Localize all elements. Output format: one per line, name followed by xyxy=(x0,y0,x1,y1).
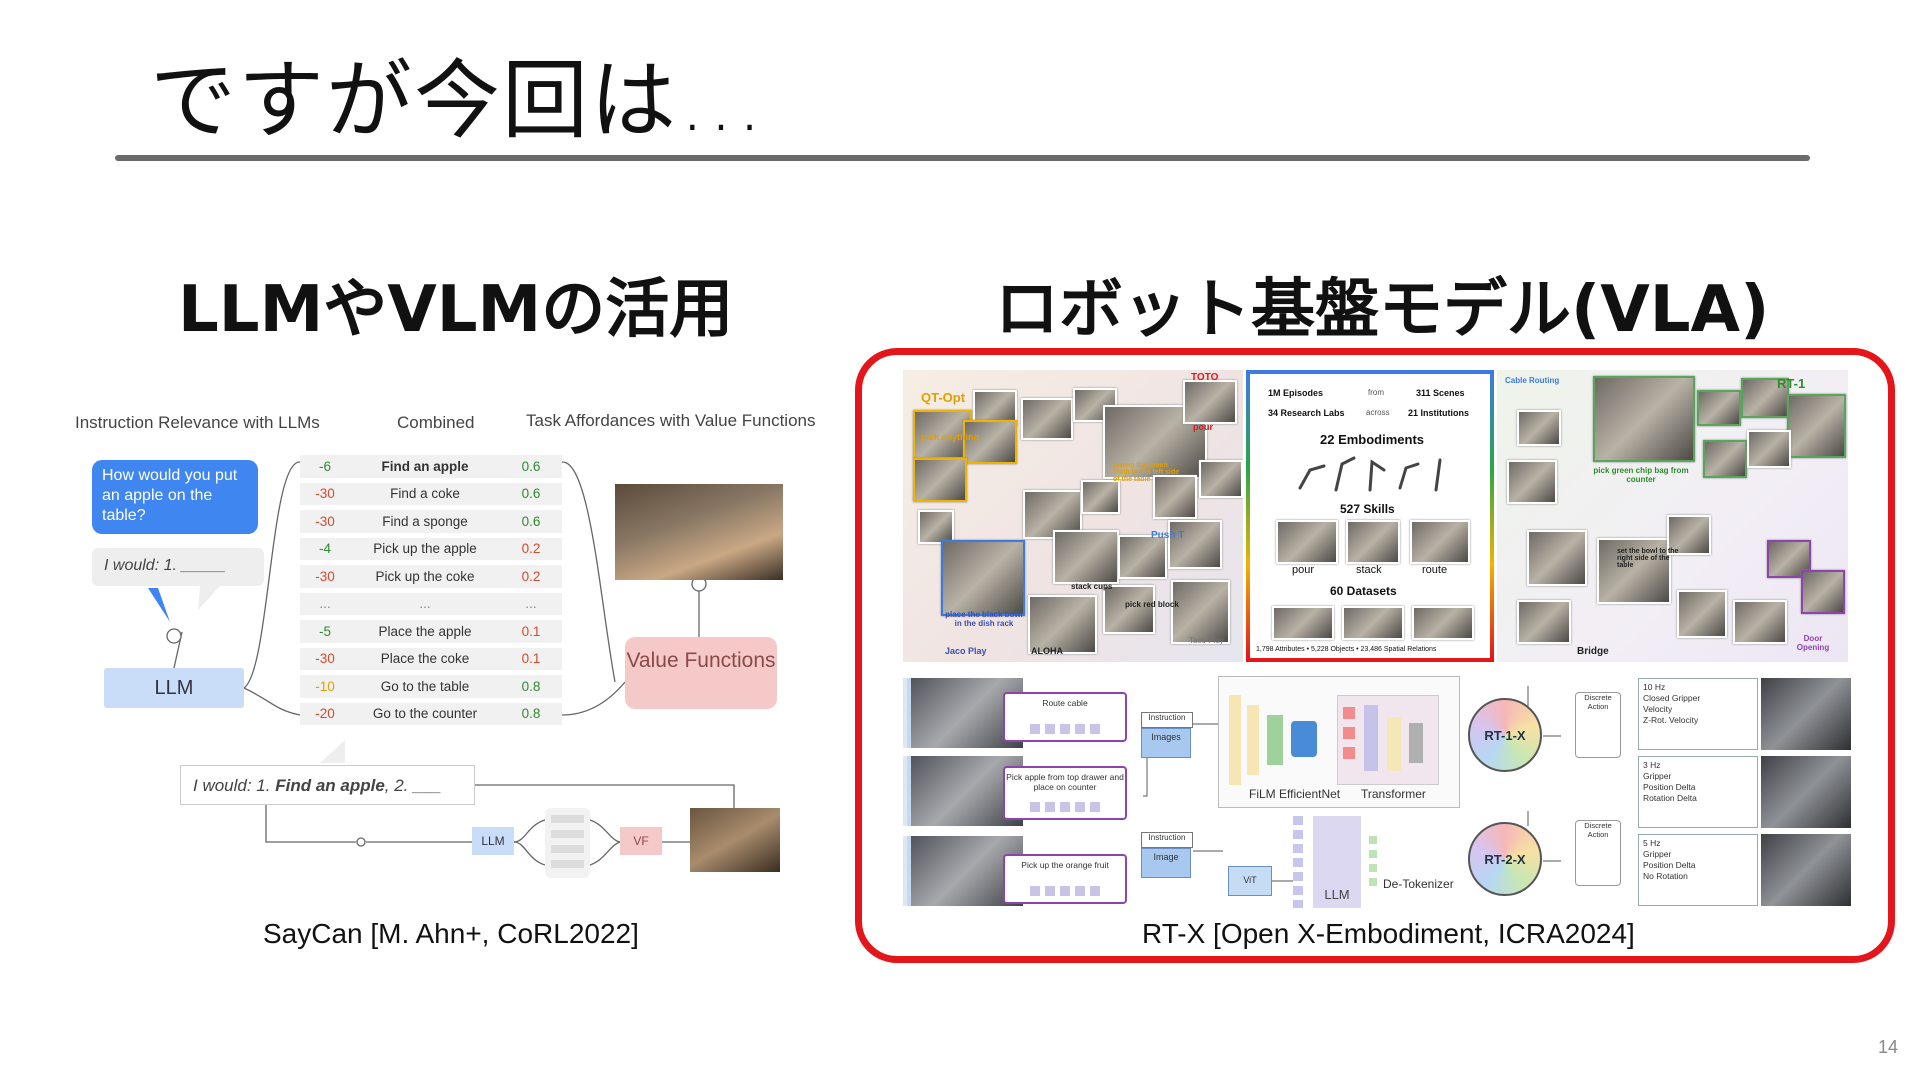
toto-label: TOTO xyxy=(1191,372,1219,383)
slide-title: ですが今回は… xyxy=(150,51,766,151)
mini-vf-box: VF xyxy=(620,827,662,855)
action-tokens xyxy=(1369,836,1377,892)
scenes-stat: 311 Scenes xyxy=(1416,388,1465,398)
rt1-discrete-action: Discrete Action xyxy=(1575,692,1621,758)
transformer-label: Transformer xyxy=(1361,787,1426,801)
rtx-caption: RT-X [Open X-Embodiment, ICRA2024] xyxy=(1142,918,1635,949)
embodiments-stat: 22 Embodiments xyxy=(1320,432,1425,447)
rt1-model-box: FiLM EfficientNet Transformer xyxy=(1218,676,1460,808)
push-t-label: Push T xyxy=(1151,530,1185,541)
left-section-heading: LLMやVLMの活用 xyxy=(178,273,734,347)
stack-cups-label: stack cups xyxy=(1071,582,1113,591)
episodes-stat: 1M Episodes xyxy=(1268,388,1324,398)
pour-label: pour xyxy=(1193,422,1213,432)
rtx-highlight-frame xyxy=(855,348,1895,963)
skills-stat: 527 Skills xyxy=(1340,502,1395,516)
score-row: ......... xyxy=(300,592,562,615)
bridge-label: Bridge xyxy=(1577,646,1609,657)
pick-red-block-label: pick red block xyxy=(1125,600,1179,609)
question-bubble: How would you put an apple on the table? xyxy=(92,460,258,534)
prompt-bubble: I would: 1. _____ xyxy=(92,548,264,586)
open-x-stats-panel: 1M Episodes from 311 Scenes 34 Research … xyxy=(1246,370,1494,662)
sweep-label: sweep the green cloth to the left side o… xyxy=(1113,462,1180,483)
rtx-dataset-collage: QT-Opt TOTO pick anything pour sweep the… xyxy=(903,370,1848,662)
rt1-instruction-box: Instruction xyxy=(1141,712,1193,728)
saycan-connectors xyxy=(148,461,735,878)
set-bowl-label: set the bowl to the right side of the ta… xyxy=(1617,548,1679,569)
mini-scene-photo xyxy=(690,808,780,872)
rt2-instruction-box: Instruction xyxy=(1141,832,1193,848)
rtx-architecture-diagram: Route cable Pick apple from top drawer a… xyxy=(893,676,1858,914)
jaco-play-label: Jaco Play xyxy=(945,646,987,656)
skill-route-label: route xyxy=(1422,564,1448,576)
robot-datasets-panel-right: Cable Routing RT-1 pick green chip bag f… xyxy=(1497,370,1848,662)
mini-llm-box: LLM xyxy=(472,827,514,855)
instruction-relevance-header: Instruction Relevance with LLMs xyxy=(75,413,320,432)
pick-chip-bag-label: pick green chip bag from counter xyxy=(1593,466,1689,484)
qt-opt-label: QT-Opt xyxy=(921,390,966,405)
across-word: across xyxy=(1366,408,1390,417)
rt1-images-box: Images xyxy=(1141,728,1191,758)
title-divider xyxy=(115,155,1810,161)
attributes-stats: 1,798 Attributes • 5,228 Objects • 23,48… xyxy=(1256,646,1437,653)
cable-routing-label: Cable Routing xyxy=(1505,376,1560,385)
aloha-label: ALOHA xyxy=(1031,646,1063,656)
detokenizer-label: De-Tokenizer xyxy=(1383,877,1454,891)
rt2-image-box: Image xyxy=(1141,848,1191,878)
page-number: 14 xyxy=(1877,1037,1898,1057)
institutions-stat: 21 Institutions xyxy=(1408,408,1470,418)
pick-anything-label: pick anything xyxy=(921,432,980,442)
skill-stack-label: stack xyxy=(1356,564,1382,576)
rt2x-model-circle: RT-2-X xyxy=(1468,822,1542,896)
instruction-card-2: Pick apple from top drawer and place on … xyxy=(1003,766,1127,820)
llm-box: LLM xyxy=(104,668,244,708)
rt1-label: RT-1 xyxy=(1777,376,1806,391)
labs-stat: 34 Research Labs xyxy=(1268,408,1345,418)
place-black-bowl-label: place the black bowl in the dish rack xyxy=(945,610,1023,628)
saycan-figure: Instruction Relevance with LLMs Combined… xyxy=(70,400,830,890)
vit-box: ViT xyxy=(1228,866,1272,896)
instruction-card-3: Pick up the orange fruit xyxy=(1003,854,1127,904)
right-section-heading: ロボット基盤モデル(VLA) xyxy=(995,273,1770,347)
rt1x-model-circle: RT-1-X xyxy=(1468,698,1542,772)
output-robot-image-3 xyxy=(1761,834,1851,906)
robot-arms-graphic xyxy=(1298,456,1442,492)
scene-photo xyxy=(615,484,783,580)
robot-datasets-panel-left: QT-Opt TOTO pick anything pour sweep the… xyxy=(903,370,1243,662)
combined-header: Combined xyxy=(397,413,475,432)
task-affordances-header: Task Affordances with Value Functions xyxy=(526,411,816,430)
rt2-discrete-action: Discrete Action xyxy=(1575,820,1621,886)
door-opening-label: Door Opening xyxy=(1796,634,1830,652)
taco-play-label: Taco Play xyxy=(1189,636,1224,645)
datasets-stat: 60 Datasets xyxy=(1330,584,1397,598)
film-efficientnet-label: FiLM EfficientNet xyxy=(1249,787,1341,801)
instruction-card-1: Route cable xyxy=(1003,692,1127,742)
rt2-llm-box: LLM xyxy=(1313,816,1361,908)
next-prompt-box: I would: 1. Find an apple, 2. ___ xyxy=(180,765,475,805)
saycan-caption: SayCan [M. Ahn+, CoRL2022] xyxy=(263,918,639,949)
output-robot-image-1 xyxy=(1761,678,1851,750)
value-functions-box: Value Functions xyxy=(625,637,777,709)
skill-pour-label: pour xyxy=(1292,564,1315,576)
from-word: from xyxy=(1368,388,1384,397)
output-robot-image-2 xyxy=(1761,756,1851,828)
token-column xyxy=(1293,816,1303,908)
